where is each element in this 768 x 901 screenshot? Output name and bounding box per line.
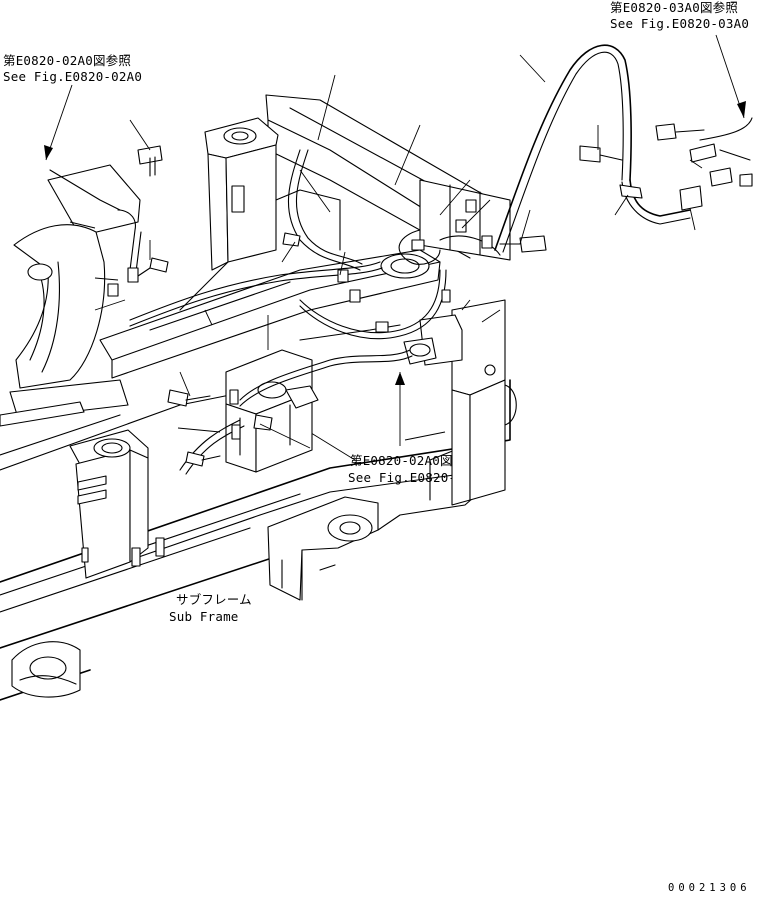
reference-arrows	[44, 34, 746, 461]
part-name-en: Sub Frame	[169, 609, 239, 624]
left-fender	[0, 164, 231, 471]
bolt-icon	[185, 451, 221, 467]
drawing-number: 00021306	[668, 882, 751, 894]
bolt-icon	[655, 123, 705, 141]
reference-jp: 第E0820-03A0図参照	[610, 0, 738, 15]
main-frame-rail	[0, 379, 511, 701]
rear-post	[69, 429, 165, 579]
bolt-icon	[253, 414, 273, 431]
reference-jp: 第E0820-02A0図参照	[3, 53, 131, 68]
bolt-icon	[167, 389, 211, 407]
reference-label-top-left: 第E0820-02A0図参照 See Fig.E0820-02A0	[3, 53, 142, 84]
bolt-icon	[282, 232, 301, 247]
callout-leaders	[69, 54, 703, 449]
bolt-icon	[137, 257, 169, 277]
reference-jp: 第E0820-02A0図参照	[350, 453, 478, 468]
part-name-jp: サブフレーム	[176, 592, 252, 607]
part-label-sub-frame: サブフレーム Sub Frame	[169, 592, 252, 624]
bolt-icon	[579, 145, 623, 163]
bolt-icon	[499, 235, 547, 253]
fasteners	[107, 117, 753, 467]
bolt-icon	[137, 145, 163, 177]
center-mount	[225, 349, 319, 473]
reference-en: See Fig.E0820-02A0	[3, 69, 142, 84]
reference-label-top-right: 第E0820-03A0図参照 See Fig.E0820-03A0	[610, 0, 749, 31]
upper-frame	[99, 94, 517, 506]
reference-en: See Fig.E0820-03A0	[610, 16, 749, 31]
